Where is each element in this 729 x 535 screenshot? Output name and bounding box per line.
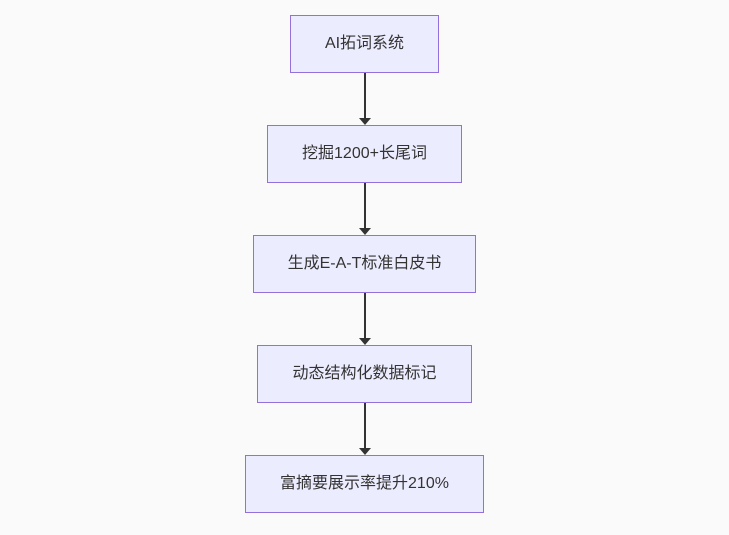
edge-line xyxy=(363,183,366,228)
arrow-down-icon xyxy=(358,448,371,455)
arrow-down-icon xyxy=(358,118,371,125)
edge-line xyxy=(363,403,366,448)
flowchart-edge xyxy=(358,293,371,345)
arrow-down-icon xyxy=(358,228,371,235)
flowchart-edge xyxy=(358,403,371,455)
edge-line xyxy=(363,293,366,338)
flowchart-node-generate-eat-whitepaper: 生成E-A-T标准白皮书 xyxy=(252,235,477,293)
flowchart-node-rich-snippet-rate-increase: 富摘要展示率提升210% xyxy=(245,455,484,513)
flowchart-edge xyxy=(358,183,371,235)
flowchart-node-ai-word-expansion-system: AI拓词系统 xyxy=(289,15,440,73)
flowchart-edge xyxy=(358,73,371,125)
arrow-down-icon xyxy=(358,338,371,345)
edge-line xyxy=(363,73,366,118)
flowchart-node-dynamic-structured-data-markup: 动态结构化数据标记 xyxy=(257,345,472,403)
flowchart-node-mine-longtail-keywords: 挖掘1200+长尾词 xyxy=(267,125,462,183)
